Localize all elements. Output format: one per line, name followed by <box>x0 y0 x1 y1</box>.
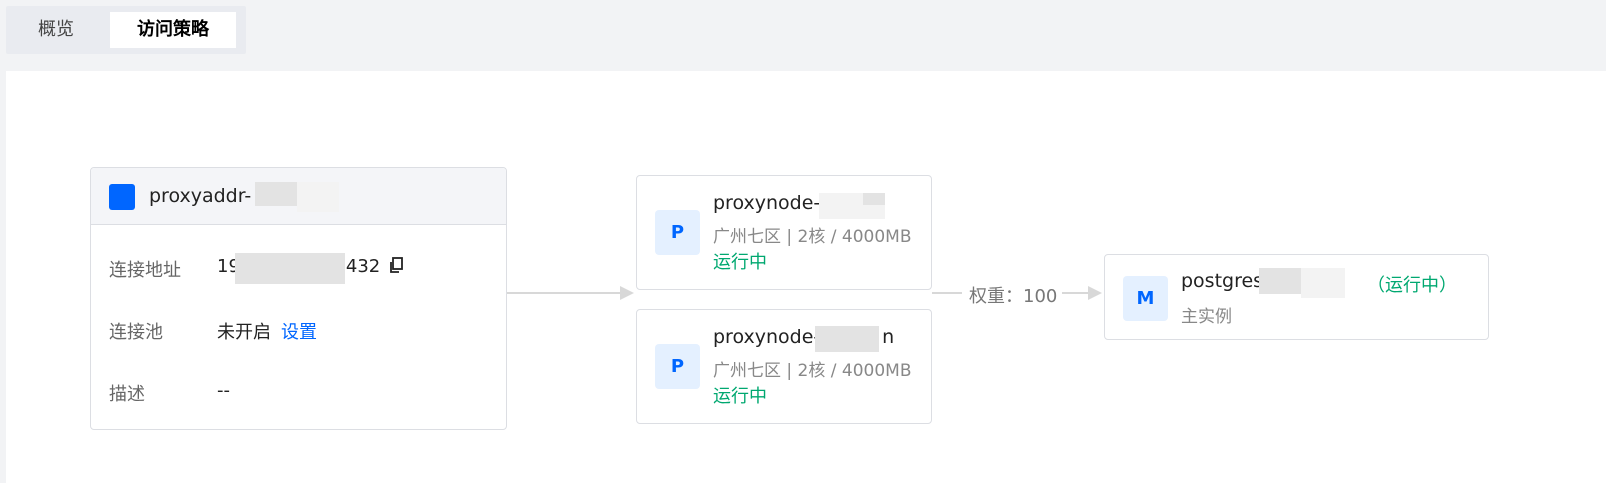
tab-bar: 概览 访问策略 <box>6 6 246 54</box>
description-label: 描述 <box>109 384 145 405</box>
connection-address-label: 连接地址 <box>109 260 181 281</box>
redacted-name <box>255 182 297 206</box>
redacted-instance-name-tail <box>1301 268 1345 298</box>
instance-role: 主实例 <box>1181 307 1232 327</box>
redacted-node-name <box>815 326 879 352</box>
tab-access-policy[interactable]: 访问策略 <box>110 12 236 48</box>
pool-settings-link[interactable]: 设置 <box>281 322 317 343</box>
tab-overview[interactable]: 概览 <box>38 19 74 40</box>
proxy-node-name: proxynode-b <box>713 192 833 214</box>
proxy-address-header: proxyaddr- <box>91 168 506 225</box>
weight-label: 权重：100 <box>969 286 1058 307</box>
proxy-node-status: 运行中 <box>713 386 767 407</box>
proxy-node-status: 运行中 <box>713 252 767 273</box>
addr-arrowhead <box>620 286 634 300</box>
description-value: -- <box>217 380 230 401</box>
connection-lines <box>507 286 1102 300</box>
proxy-node-badge: P <box>655 344 700 389</box>
proxy-node-card[interactable]: P proxynode-b 广州七区 | 2核 / 4000MB 运行中 <box>636 175 932 290</box>
instance-arrowhead <box>1088 286 1102 300</box>
proxy-address-icon <box>109 184 135 210</box>
redacted-name-tail <box>297 182 339 212</box>
redacted-address <box>235 253 345 284</box>
proxy-node-badge: P <box>655 210 700 255</box>
proxy-node-info: 广州七区 | 2核 / 4000MB <box>713 227 912 247</box>
copy-icon[interactable] <box>389 257 404 274</box>
redacted-node-name-tail <box>863 193 885 205</box>
connection-pool-value: 未开启设置 <box>217 322 317 343</box>
connection-pool-label: 连接池 <box>109 322 163 343</box>
instance-badge: M <box>1123 276 1168 321</box>
proxy-address-name: proxyaddr- <box>149 185 252 207</box>
proxy-node-info: 广州七区 | 2核 / 4000MB <box>713 361 912 381</box>
instance-name: postgres- <box>1181 270 1270 292</box>
instance-status: （运行中） <box>1367 275 1457 296</box>
database-instance-card[interactable]: M postgres- （运行中） 主实例 <box>1104 254 1489 340</box>
